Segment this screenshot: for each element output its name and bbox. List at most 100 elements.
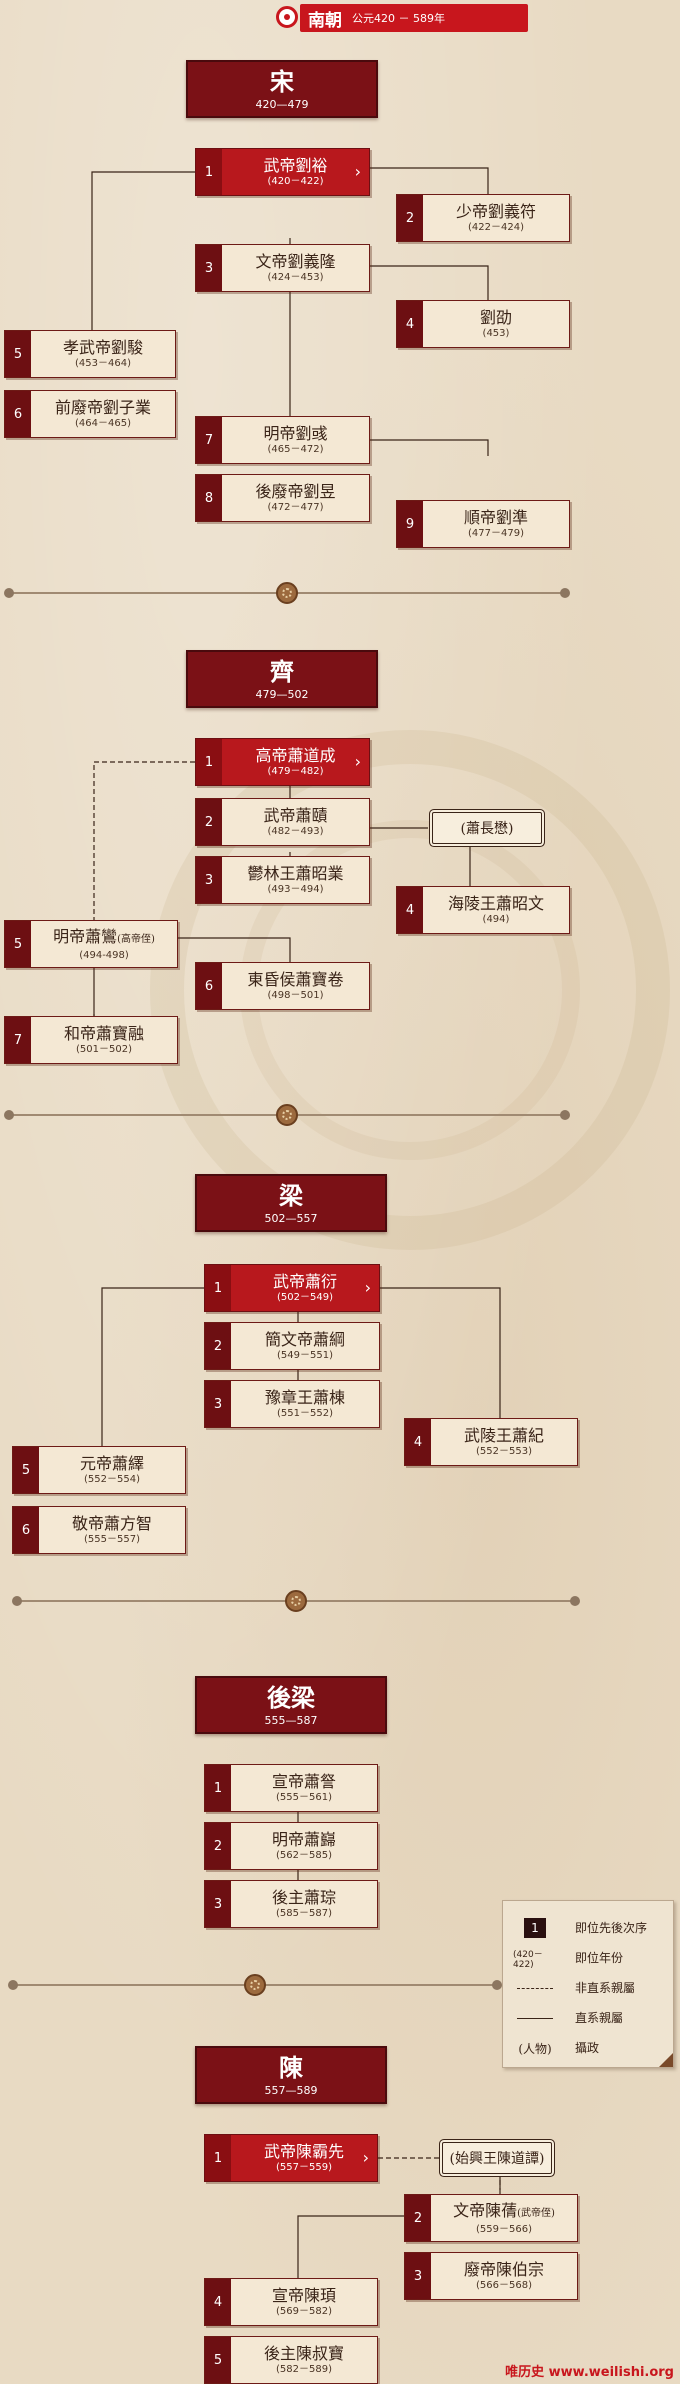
emperor-name: 少帝劉義符 [455, 202, 536, 221]
emperor-box-song-1[interactable]: 1 武帝劉裕(420－422) › [195, 148, 370, 196]
order-badge: 3 [405, 2253, 431, 2299]
order-badge: 3 [196, 857, 222, 903]
order-badge: 4 [397, 887, 423, 933]
site-watermark: 唯历史 www.weilishi.org [505, 2365, 674, 2380]
reign-years: (551－552) [277, 1408, 333, 1419]
emperor-name: 順帝劉準 [463, 508, 528, 527]
dynasty-header-chen: 陳 557—589 [195, 2046, 387, 2104]
order-badge: 3 [196, 245, 222, 291]
chevron-right-icon[interactable]: › [354, 162, 361, 181]
reign-years: (566－568) [476, 2280, 532, 2291]
legend-corner [659, 2053, 673, 2067]
emperor-name: 明帝劉彧 [263, 424, 328, 443]
legend-row-solid: 直系親屬 [503, 2005, 675, 2031]
order-badge: 3 [205, 1881, 231, 1927]
reign-years: (479－482) [267, 766, 324, 777]
emperor-box-houliang-3: 3 後主蕭琮(585－587) [204, 1880, 378, 1928]
emperor-name: 高帝蕭道成 [255, 746, 336, 765]
legend-label: 即位先後次序 [575, 1921, 648, 1935]
legend-row-dashed: 非直系親屬 [503, 1975, 675, 2001]
reign-years: (494) [482, 914, 510, 925]
emperor-name: 武帝劉裕 [263, 156, 328, 175]
emperor-name: 東昏侯蕭寶卷 [247, 970, 344, 989]
emperor-name: 海陵王蕭昭文 [447, 894, 544, 913]
order-badge: 2 [405, 2195, 431, 2241]
order-badge: 6 [13, 1507, 39, 1553]
emperor-name: 鬱林王蕭昭業 [247, 864, 344, 883]
order-badge: 2 [205, 1323, 231, 1369]
dynasty-name: 宋 [270, 66, 294, 96]
emperor-box-liang-6: 6 敬帝蕭方智(555－557) [12, 1506, 186, 1554]
dynasty-years: 557—589 [264, 2083, 318, 2097]
chevron-right-icon[interactable]: › [354, 752, 361, 771]
emperor-box-song-7: 7 明帝劉彧(465－472) [195, 416, 370, 464]
reign-years: (493－494) [267, 884, 324, 895]
emperor-name: 孝武帝劉駿 [62, 338, 143, 357]
legend-row-person: (人物) 攝政 [503, 2035, 675, 2061]
reign-years: (465－472) [267, 444, 324, 455]
reign-years: (585－587) [276, 1908, 332, 1919]
reign-years: (559－566) [476, 2223, 532, 2235]
dynasty-header-liang: 梁 502—557 [195, 1174, 387, 1232]
emperor-box-qi-4: 4 海陵王蕭昭文(494) [396, 886, 570, 934]
legend-label: 直系親屬 [575, 2011, 624, 2025]
order-badge: 4 [397, 301, 423, 347]
section-divider [12, 1590, 580, 1612]
order-badge: 4 [405, 1419, 431, 1465]
reign-years: (494-498) [79, 949, 129, 961]
header-ribbon: 南朝 公元420 － 589年 [300, 4, 528, 32]
emperor-name: 和帝蕭寶融 [63, 1024, 144, 1043]
emperor-name: 後主陳叔寶 [263, 2344, 344, 2363]
order-badge: 5 [5, 331, 31, 377]
emperor-name: 前廢帝劉子業 [54, 398, 151, 417]
person-box-qi: (蕭長懋) [432, 812, 542, 844]
dashed-line-sample [517, 1987, 553, 1989]
order-badge: 6 [5, 391, 31, 437]
chevron-right-icon[interactable]: › [362, 2148, 369, 2167]
emperor-box-liang-5: 5 元帝蕭繹(552－554) [12, 1446, 186, 1494]
reign-years: (562－585) [276, 1850, 332, 1861]
order-badge: 4 [205, 2279, 231, 2325]
emperor-name: 文帝陳蒨 [453, 2200, 518, 2220]
reign-years: (582－589) [276, 2364, 332, 2375]
dynasty-years: 502—557 [264, 1211, 318, 1225]
emperor-box-qi-5: 5 明帝蕭鸞(高帝侄)(494-498) [4, 920, 178, 968]
reign-years: (498－501) [267, 990, 324, 1001]
dynasty-name: 後梁 [267, 1682, 315, 1712]
dynasty-name: 齊 [270, 656, 294, 686]
reign-years: (549－551) [277, 1350, 333, 1361]
chevron-right-icon[interactable]: › [364, 1278, 371, 1297]
order-badge: 9 [397, 501, 423, 547]
legend-row-order: 1 即位先後次序 [503, 1915, 675, 1941]
solid-line-sample [517, 2017, 553, 2019]
emperor-box-chen-5: 5 後主陳叔寶(582－589) [204, 2336, 378, 2384]
header-title: 南朝 [308, 10, 342, 31]
emperor-box-song-9: 9 順帝劉準(477－479) [396, 500, 570, 548]
emperor-name: 武帝陳霸先 [263, 2142, 344, 2161]
emperor-name: 後廢帝劉昱 [255, 482, 336, 501]
emperor-box-qi-3: 3 鬱林王蕭昭業(493－494) [195, 856, 370, 904]
dynasty-name: 梁 [279, 1180, 303, 1210]
order-badge: 2 [205, 1823, 231, 1869]
dynasty-header-houliang: 後梁 555—587 [195, 1676, 387, 1734]
reign-years: (557－559) [276, 2162, 332, 2173]
reign-years: (552－553) [476, 1446, 532, 1457]
order-badge: 2 [397, 195, 423, 241]
emperor-box-qi-1[interactable]: 1 高帝蕭道成(479－482) › [195, 738, 370, 786]
legend-label: 攝政 [575, 2041, 600, 2055]
dynasty-years: 555—587 [264, 1713, 318, 1727]
emperor-box-song-2: 2 少帝劉義符(422－424) [396, 194, 570, 242]
legend-row-years: (420－422) 即位年份 [503, 1945, 675, 1971]
order-badge: 5 [13, 1447, 39, 1493]
emperor-box-liang-1[interactable]: 1 武帝蕭衍(502－549) › [204, 1264, 380, 1312]
order-badge: 1 [196, 739, 222, 785]
order-badge: 1 [196, 149, 222, 195]
emperor-box-chen-1[interactable]: 1 武帝陳霸先(557－559) › [204, 2134, 378, 2182]
reign-years: (422－424) [468, 222, 524, 233]
person-box-chen: (始興王陳道譚) [442, 2142, 552, 2174]
emperor-name: 文帝劉義隆 [255, 252, 336, 271]
emperor-box-qi-7: 7 和帝蕭寶融(501－502) [4, 1016, 178, 1064]
reign-years: (420－422) [267, 176, 324, 187]
emperor-name: 元帝蕭繹 [79, 1454, 144, 1473]
emperor-box-chen-2: 2 文帝陳蒨(武帝侄)(559－566) [404, 2194, 578, 2242]
